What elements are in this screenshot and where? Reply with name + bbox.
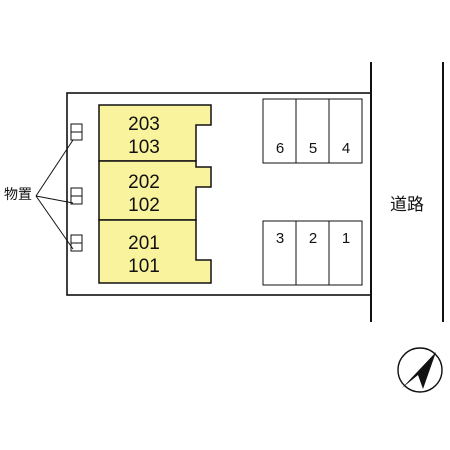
unit-number-upper: 201 [128, 233, 160, 254]
north-arrow-icon [397, 347, 443, 393]
unit-number-upper: 203 [128, 114, 160, 135]
parking-number: 2 [309, 230, 317, 247]
unit-number-lower: 103 [128, 137, 160, 158]
parking-space [262, 98, 297, 164]
storage-shed-icon [70, 234, 83, 252]
building: 203 103 202 102 201 101 [98, 104, 212, 284]
parking-number: 4 [342, 140, 350, 157]
unit-block [98, 219, 212, 284]
unit-number-lower: 101 [128, 256, 160, 277]
storage-shed-icon [70, 187, 83, 205]
parking-top-row: 6 5 4 [262, 98, 363, 164]
parking-space [295, 98, 330, 164]
parking-space [328, 98, 363, 164]
storage-shed-icon [70, 123, 83, 141]
storage-leader-lines [35, 139, 74, 250]
unit-number-upper: 202 [128, 172, 160, 193]
parking-space [328, 220, 363, 286]
parking-number: 3 [276, 230, 284, 247]
parking-number: 6 [276, 140, 284, 157]
road-label: 道路 [390, 195, 424, 215]
storage-sheds: 物置 [4, 123, 83, 252]
parking-number: 5 [309, 140, 317, 157]
unit-number-lower: 102 [128, 195, 160, 216]
parking-space [262, 220, 297, 286]
storage-label: 物置 [4, 187, 32, 203]
parking-bottom-row: 3 2 1 [262, 220, 363, 286]
parking-space [295, 220, 330, 286]
parking-number: 1 [342, 230, 350, 247]
